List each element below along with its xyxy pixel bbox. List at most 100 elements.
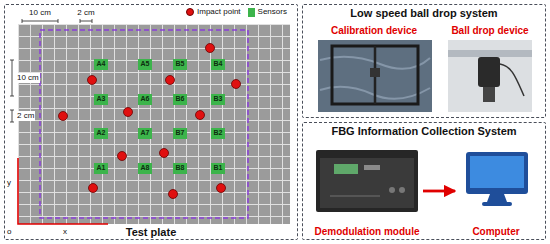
photo-caption: Calibration device bbox=[331, 25, 417, 37]
sensor-marker: B8 bbox=[173, 163, 187, 174]
photo-ground bbox=[318, 40, 432, 112]
impact-point bbox=[232, 80, 241, 89]
impact-points bbox=[59, 44, 241, 199]
sensing-area-outline bbox=[40, 30, 248, 218]
dimension-bracket bbox=[22, 19, 58, 23]
dimension-label: 2 cm bbox=[76, 8, 95, 18]
legend-swatch bbox=[248, 8, 255, 17]
dimension-bracket bbox=[10, 110, 14, 122]
sensor-label: B2 bbox=[214, 129, 223, 137]
signal-arrow bbox=[423, 190, 455, 193]
sensor-label: A3 bbox=[97, 95, 106, 103]
dimension-label: 10 cm bbox=[16, 73, 40, 83]
screen bbox=[470, 156, 524, 188]
impact-point bbox=[206, 44, 215, 53]
sensor-label: A1 bbox=[97, 164, 106, 172]
impact-point bbox=[124, 108, 133, 117]
sensor-marker: B4 bbox=[211, 59, 225, 70]
dimension-label: 10 cm bbox=[28, 8, 52, 18]
sensor-label: B8 bbox=[176, 164, 185, 172]
sensor-label: B7 bbox=[176, 129, 185, 137]
monitor-base bbox=[482, 202, 512, 206]
axis-label: x bbox=[62, 227, 68, 237]
panel-slot bbox=[330, 195, 380, 197]
panel-box: Test plate A4 A5 B5 B4A3 A6 B6 B3A2 A7 B7 B2A1 A8 B8… bbox=[4, 4, 298, 240]
photo-box: Calibration device bbox=[314, 25, 434, 114]
device-case bbox=[316, 150, 418, 212]
sensor-marker: A3 bbox=[94, 94, 108, 105]
sensor-marker: A2 bbox=[94, 128, 108, 139]
gantry-carriage bbox=[370, 68, 380, 77]
legend-text: Sensors bbox=[258, 7, 287, 17]
panel-box: Low speed ball drop systemCalibration de… bbox=[302, 4, 546, 118]
sensor-marker: B2 bbox=[211, 128, 225, 139]
sensor-label: A5 bbox=[141, 60, 150, 68]
impact-point bbox=[169, 190, 178, 199]
axis-label: o bbox=[6, 227, 12, 237]
front-panel bbox=[320, 158, 414, 208]
sensor-marker: B5 bbox=[173, 59, 187, 70]
electromagnet bbox=[483, 87, 495, 102]
sensor-label: A7 bbox=[141, 129, 150, 137]
legend-item: Impact point bbox=[186, 7, 241, 17]
axis-lines bbox=[18, 158, 108, 224]
sensor-label: B1 bbox=[214, 164, 223, 172]
sensor-marker: A5 bbox=[138, 59, 152, 70]
badge bbox=[364, 165, 380, 170]
impact-point bbox=[89, 184, 98, 193]
photo-box: Demodulation module bbox=[312, 144, 422, 238]
sensor-label: A2 bbox=[97, 129, 106, 137]
sensor-marker: B7 bbox=[173, 128, 187, 139]
impact-point bbox=[217, 184, 226, 193]
cable bbox=[500, 64, 524, 96]
ball-drop-photo bbox=[448, 40, 532, 112]
impact-point bbox=[196, 111, 205, 120]
demodulator-photo bbox=[316, 150, 418, 212]
gantry-frame bbox=[332, 46, 418, 104]
drop-device-body bbox=[478, 57, 500, 87]
dimension-bracket bbox=[10, 60, 14, 96]
display bbox=[334, 164, 358, 174]
sensor-marker: B6 bbox=[173, 94, 187, 105]
panel-title: Test plate bbox=[126, 226, 177, 238]
panel-title: FBG Information Collection System bbox=[331, 125, 516, 137]
sensor-marker: A4 bbox=[94, 59, 108, 70]
computer-icon bbox=[466, 152, 528, 206]
sensor-marker: A8 bbox=[138, 163, 152, 174]
sensor-label: B5 bbox=[176, 60, 185, 68]
legend-text: Impact point bbox=[197, 7, 241, 17]
calibration-photo bbox=[318, 40, 432, 112]
legend-swatch bbox=[186, 8, 194, 16]
sensor-marker: A7 bbox=[138, 128, 152, 139]
impact-point bbox=[118, 152, 127, 161]
legend: Impact point Sensors bbox=[186, 7, 294, 17]
photo-box: Ball drop device bbox=[444, 25, 536, 114]
photo-box: Computer bbox=[456, 144, 536, 238]
monitor-stand bbox=[487, 194, 507, 202]
rail bbox=[448, 50, 532, 57]
photo-ground bbox=[448, 40, 532, 112]
sensor-label: A8 bbox=[141, 164, 150, 172]
photo-caption: Demodulation module bbox=[315, 226, 420, 238]
sensor-label: A4 bbox=[97, 60, 106, 68]
sensor-marker: A1 bbox=[94, 163, 108, 174]
axis-label: y bbox=[6, 178, 12, 188]
impact-point bbox=[59, 112, 68, 121]
photo-caption: Ball drop device bbox=[451, 25, 528, 37]
panel-box: FBG Information Collection SystemDemodul… bbox=[302, 122, 546, 240]
sensor-marker: A6 bbox=[138, 94, 152, 105]
impact-point bbox=[88, 76, 97, 85]
sensor-label: B3 bbox=[214, 95, 223, 103]
sensor-label: B6 bbox=[176, 95, 185, 103]
button bbox=[389, 187, 395, 193]
monitor bbox=[466, 152, 528, 194]
panel-title: Low speed ball drop system bbox=[350, 7, 497, 19]
test-plate-grid bbox=[18, 24, 290, 224]
dimension-label: 2 cm bbox=[16, 111, 35, 121]
impact-point bbox=[166, 76, 175, 85]
sensor-label: B4 bbox=[214, 60, 223, 68]
button bbox=[399, 187, 405, 193]
sensor-label: A6 bbox=[141, 95, 150, 103]
dimension-bracket bbox=[80, 19, 92, 23]
